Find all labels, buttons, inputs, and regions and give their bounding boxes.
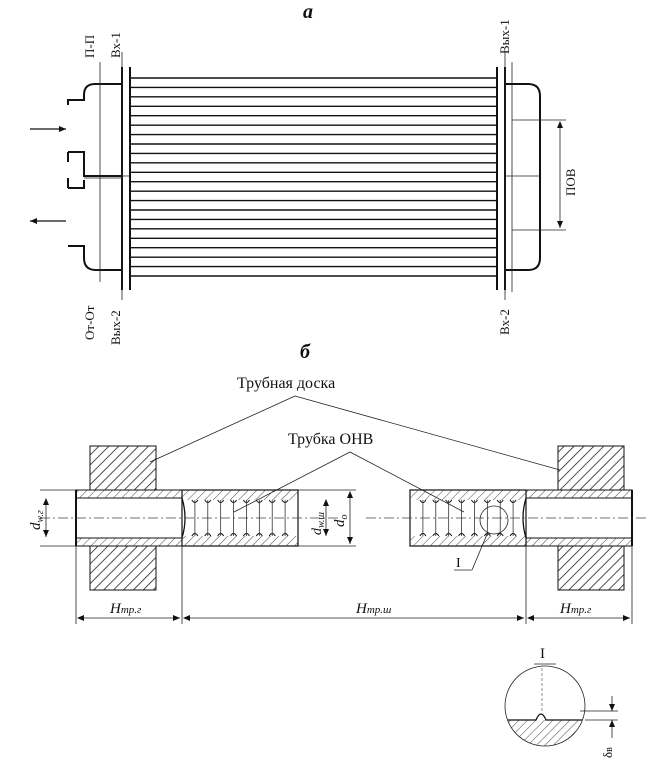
h-right-label: Hтр.г bbox=[559, 601, 592, 617]
dw-g-label: dw.г bbox=[28, 510, 46, 530]
callout-tube: Трубка ОНВ bbox=[288, 431, 373, 448]
left-tube-sheet-lower bbox=[89, 545, 157, 591]
right-finned-wall-bottom bbox=[410, 536, 526, 546]
svg-text:dw.г: dw.г bbox=[28, 510, 46, 530]
svg-text:dw.ш: dw.ш bbox=[310, 512, 327, 535]
svg-text:δв: δв bbox=[600, 747, 615, 758]
left-tube-wall-top bbox=[75, 489, 183, 499]
left-tube-wall-bottom bbox=[75, 537, 183, 547]
panel-b-letter: б bbox=[300, 341, 311, 363]
svg-text:dо: dо bbox=[332, 515, 350, 528]
label-p-p: П-П bbox=[82, 35, 97, 58]
leader-tube-left bbox=[233, 451, 351, 513]
left-finned-wall-top bbox=[182, 490, 298, 500]
detail-outline bbox=[504, 665, 586, 747]
leader-tube-sheet-right bbox=[294, 395, 561, 471]
panel-b: б Трубная доска Трубка ОНВ bbox=[28, 341, 648, 624]
tube-bundle bbox=[130, 77, 497, 277]
dw-sh-label: dw.ш bbox=[310, 512, 327, 535]
right-tube-sheet-upper bbox=[557, 445, 625, 491]
right-finned-wall-top bbox=[410, 490, 526, 500]
detail-groove-profile bbox=[505, 713, 585, 721]
detail-title: I bbox=[540, 646, 545, 662]
callout-tube-sheet: Трубная доска bbox=[237, 375, 335, 392]
label-vh-2: Вх-2 bbox=[497, 309, 512, 335]
h-left-label: Hтр.г bbox=[109, 601, 142, 617]
h-mid-label: Hтр.ш bbox=[355, 601, 391, 617]
delta-label: δв bbox=[600, 747, 615, 758]
label-vyh-2: Вых-2 bbox=[108, 310, 123, 345]
right-tube-wall-bottom bbox=[525, 537, 633, 547]
right-tube-sheet-lower bbox=[557, 545, 625, 591]
right-chamber bbox=[505, 83, 541, 271]
do-label: dо bbox=[332, 515, 350, 528]
detail-leader bbox=[471, 531, 489, 571]
right-tube-wall-top bbox=[525, 489, 633, 499]
left-chamber-top bbox=[67, 83, 122, 105]
panel-a: а П-П bbox=[30, 1, 578, 345]
left-fins bbox=[191, 499, 289, 537]
left-chamber-divider-lower bbox=[68, 180, 85, 189]
label-vyh-1: Вых-1 bbox=[497, 19, 512, 54]
panel-a-letter: а bbox=[303, 1, 313, 23]
left-finned-wall-bottom bbox=[182, 536, 298, 546]
detail-view: I δв bbox=[504, 646, 618, 758]
label-ot-ot: От-От bbox=[82, 305, 97, 340]
left-chamber-divider-upper bbox=[68, 151, 122, 177]
label-vh-1: Вх-1 bbox=[108, 32, 123, 58]
leader-tube-right bbox=[349, 451, 465, 513]
leader-tube-sheet-left bbox=[149, 395, 296, 463]
left-tube-sheet-upper bbox=[89, 445, 157, 491]
label-pov: ПОВ bbox=[563, 168, 578, 196]
left-chamber-bottom bbox=[68, 245, 122, 271]
detail-circle bbox=[479, 505, 509, 535]
detail-marker: I bbox=[456, 556, 461, 571]
